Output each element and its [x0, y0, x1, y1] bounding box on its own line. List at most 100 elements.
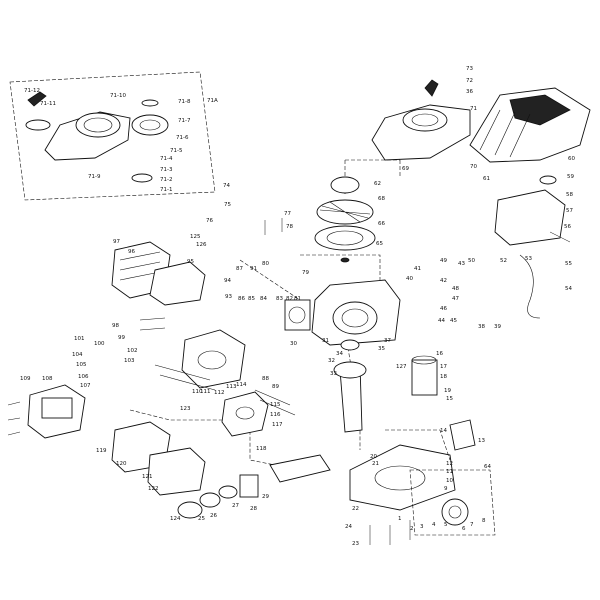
engine-cover-emblem [509, 94, 571, 126]
callout-label-71-1: 71-1 [160, 187, 172, 193]
callout-label-52: 52 [500, 258, 507, 264]
callout-label-13: 13 [478, 438, 485, 444]
cylinder-head [181, 329, 246, 389]
inset-handle [27, 91, 47, 107]
callout-label-26: 26 [210, 513, 217, 519]
fuel-line [519, 254, 541, 319]
callout-label-5: 5 [444, 522, 448, 528]
inset-spring-plate [131, 173, 153, 183]
callout-label-49: 49 [440, 258, 447, 264]
callout-label-40: 40 [406, 276, 413, 282]
callout-label-76: 76 [206, 218, 213, 224]
cylinder-head-port [197, 350, 227, 370]
callout-label-35: 35 [378, 346, 385, 352]
callout-label-24: 24 [345, 524, 352, 530]
camshaft-gear [411, 359, 438, 396]
callout-label-102: 102 [127, 348, 138, 354]
callout-label-3: 3 [420, 524, 424, 530]
inset-rope-ring [25, 119, 51, 131]
callout-label-71-8: 71-8 [178, 99, 191, 105]
piston [239, 474, 259, 498]
fuel-cap [539, 175, 557, 185]
callout-label-44: 44 [438, 318, 445, 324]
callout-label-43: 43 [458, 261, 465, 267]
connecting-rod [269, 454, 331, 483]
callout-label-125: 125 [190, 234, 201, 240]
assembly-line-a [344, 159, 401, 195]
callout-label-18: 18 [440, 374, 447, 380]
callout-label-8: 8 [482, 518, 486, 524]
callout-label-72: 72 [466, 78, 473, 84]
callout-label-71-11: 71-11 [40, 101, 56, 107]
callout-label-66: 66 [378, 221, 385, 227]
callout-label-120: 120 [116, 461, 127, 467]
inset-frame-71a [9, 71, 216, 201]
callout-label-22: 22 [352, 506, 359, 512]
flywheel-inner [326, 230, 364, 246]
callout-label-110: 110 [192, 389, 203, 395]
callout-label-88: 88 [262, 376, 269, 382]
callout-label-71A: 71A [207, 98, 218, 104]
callout-label-71-3: 71-3 [160, 167, 173, 173]
muffler-guard-slots [119, 251, 161, 281]
engine-cover-ribs [479, 109, 531, 158]
callout-label-20: 20 [370, 454, 377, 460]
air-filter-element [41, 397, 73, 419]
callout-label-115: 115 [270, 402, 281, 408]
callout-label-71: 71 [470, 106, 477, 112]
callout-label-124: 124 [170, 516, 181, 522]
callout-label-71-4: 71-4 [160, 156, 173, 162]
callout-label-6: 6 [462, 526, 466, 532]
callout-label-54: 54 [565, 286, 572, 292]
callout-label-7: 7 [470, 522, 474, 528]
rods [154, 364, 216, 391]
callout-label-123: 123 [180, 406, 191, 412]
callout-label-46: 46 [440, 306, 447, 312]
crank-counterweight [333, 361, 367, 379]
callout-label-30: 30 [290, 341, 297, 347]
callout-label-113: 113 [226, 384, 237, 390]
callout-label-99: 99 [118, 335, 125, 341]
callout-label-71-10: 71-10 [110, 93, 126, 99]
callout-label-16: 16 [436, 351, 443, 357]
callout-label-80: 80 [262, 261, 269, 267]
callout-label-27: 27 [232, 503, 239, 509]
sump-gasket-line [385, 429, 451, 461]
callout-label-48: 48 [452, 286, 459, 292]
callout-label-114: 114 [236, 382, 247, 388]
callout-label-98: 98 [112, 323, 119, 329]
callout-label-71-7: 71-7 [178, 118, 191, 124]
callout-label-117: 117 [272, 422, 283, 428]
bolts [7, 218, 571, 545]
piston-top [340, 339, 360, 351]
callout-label-45: 45 [450, 318, 457, 324]
callout-label-112: 112 [214, 390, 225, 396]
callout-label-28: 28 [250, 506, 257, 512]
callout-label-85: 85 [248, 296, 255, 302]
callout-label-107: 107 [80, 383, 91, 389]
drive-gear [441, 498, 469, 526]
callout-label-14: 14 [440, 428, 447, 434]
callout-label-118: 118 [256, 446, 267, 452]
callout-label-79: 79 [302, 270, 309, 276]
callout-label-56: 56 [564, 224, 571, 230]
callout-label-74: 74 [223, 183, 230, 189]
callout-label-62: 62 [374, 181, 381, 187]
block-gasket-hole [288, 306, 306, 324]
callout-label-126: 126 [196, 242, 207, 248]
callout-label-60: 60 [568, 156, 575, 162]
cylinder-inner [341, 308, 369, 328]
callout-label-108: 108 [42, 376, 53, 382]
callout-label-81: 81 [294, 296, 301, 302]
callout-label-29: 29 [262, 494, 269, 500]
part-labels: 71-1271-1171-1071-871-771-671-571-471-37… [20, 66, 575, 547]
callout-label-84: 84 [260, 296, 267, 302]
callout-label-15: 15 [446, 396, 453, 402]
callout-label-42: 42 [440, 278, 447, 284]
callout-label-39: 39 [494, 324, 501, 330]
callout-label-65: 65 [376, 241, 383, 247]
recoil-reel [402, 108, 448, 132]
flywheel-fins [319, 201, 371, 223]
